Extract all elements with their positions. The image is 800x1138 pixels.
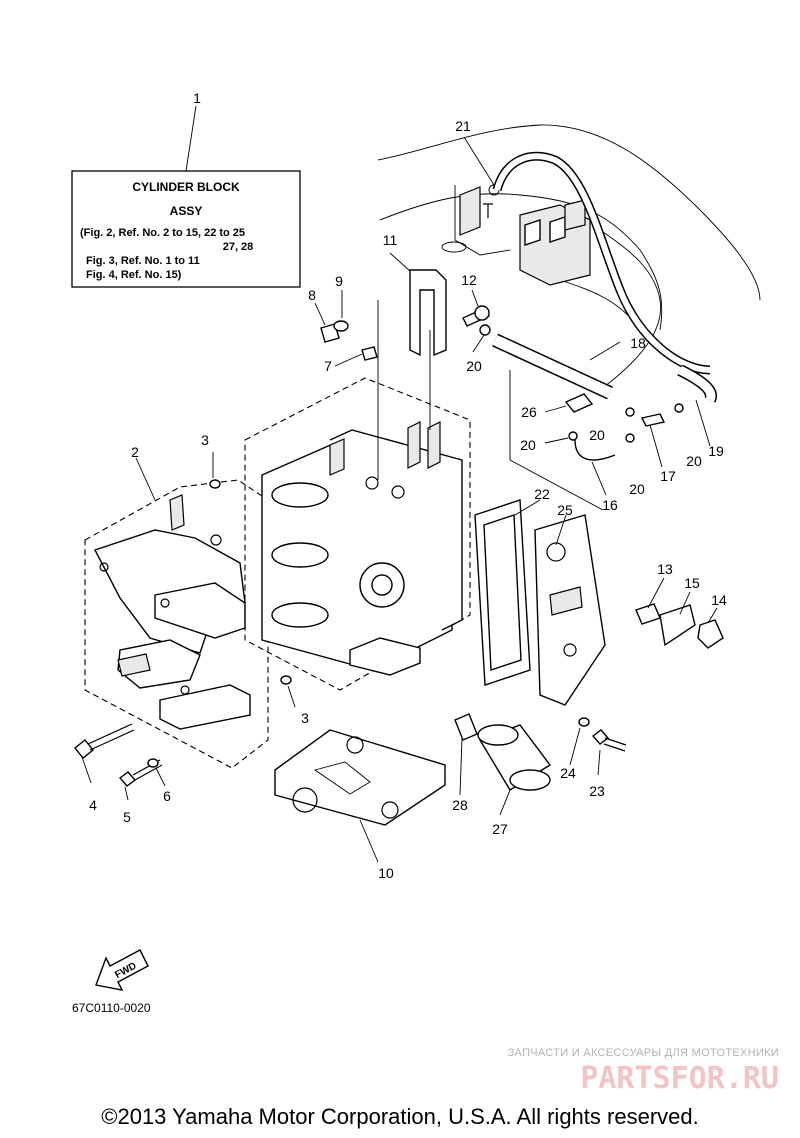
part-2-bracket: [84, 457, 269, 769]
part-code: 67C0110-0020: [72, 1001, 151, 1015]
small-parts-top: [209, 269, 491, 685]
info-box: CYLINDER BLOCK ASSY (Fig. 2, Ref. No. 2 …: [71, 105, 301, 288]
callout-2: 2: [131, 444, 139, 460]
callout-4: 4: [89, 797, 97, 813]
callout-19: 19: [708, 443, 724, 459]
fasteners-bottom-left: [74, 723, 163, 787]
callout-5: 5: [123, 809, 131, 825]
right-assemblies: [474, 499, 724, 752]
callout-20e: 20: [686, 453, 702, 469]
callout-3a: 3: [201, 432, 209, 448]
callout-23: 23: [589, 783, 605, 799]
callout-20a: 20: [466, 358, 482, 374]
info-box-line3: Fig. 3, Ref. No. 1 to 11: [86, 255, 200, 267]
callout-11: 11: [383, 232, 398, 248]
watermark-brand: PARTSFOR.RU: [580, 1061, 779, 1096]
callout-1: 1: [193, 90, 201, 106]
callout-20b: 20: [520, 437, 536, 453]
callout-21: 21: [455, 118, 471, 134]
callout-25: 25: [557, 502, 573, 518]
gasket-10: [274, 729, 446, 863]
callout-20d: 20: [629, 481, 645, 497]
callout-14: 14: [711, 592, 727, 608]
callout-6: 6: [163, 788, 171, 804]
watermark: ЗАПЧАСТИ И АКСЕССУАРЫ ДЛЯ МОТОТЕХНИКИ PA…: [508, 1047, 779, 1096]
callout-24: 24: [560, 765, 576, 781]
callout-18: 18: [630, 335, 646, 351]
callout-20c: 20: [589, 427, 605, 443]
callout-15: 15: [684, 575, 700, 591]
callout-22: 22: [534, 486, 550, 502]
info-box-line1: (Fig. 2, Ref. No. 2 to 15, 22 to 25: [80, 227, 245, 239]
copyright-notice: ©2013 Yamaha Motor Corporation, U.S.A. A…: [101, 1104, 698, 1129]
info-box-line2: 27, 28: [223, 241, 254, 253]
leader-lines: [81, 136, 718, 816]
callout-7: 7: [324, 358, 332, 374]
callout-8: 8: [308, 287, 316, 303]
callout-numbers: 1 2 3 3 4 5 6 7 8 9 10 11 12 13 14 15 16…: [89, 90, 727, 881]
watermark-tagline: ЗАПЧАСТИ И АКСЕССУАРЫ ДЛЯ МОТОТЕХНИКИ: [508, 1047, 779, 1059]
callout-13: 13: [657, 561, 673, 577]
info-box-title: CYLINDER BLOCK: [132, 180, 240, 194]
callout-12: 12: [461, 272, 477, 288]
engine-outline: [377, 124, 761, 391]
fwd-arrow: FWD: [95, 949, 149, 991]
hoses-fittings: [492, 333, 717, 511]
callout-3b: 3: [301, 710, 309, 726]
callout-26: 26: [521, 404, 537, 420]
callout-16: 16: [602, 497, 618, 513]
callout-10: 10: [378, 865, 394, 881]
info-box-line4: Fig. 4, Ref. No. 15): [86, 269, 182, 281]
oil-filter-27: [454, 713, 552, 791]
callout-9: 9: [335, 273, 343, 289]
cylinder-block: [244, 300, 471, 691]
callout-17: 17: [660, 468, 676, 484]
info-box-subtitle: ASSY: [170, 204, 203, 218]
callout-27: 27: [492, 821, 508, 837]
callout-28: 28: [452, 797, 468, 813]
